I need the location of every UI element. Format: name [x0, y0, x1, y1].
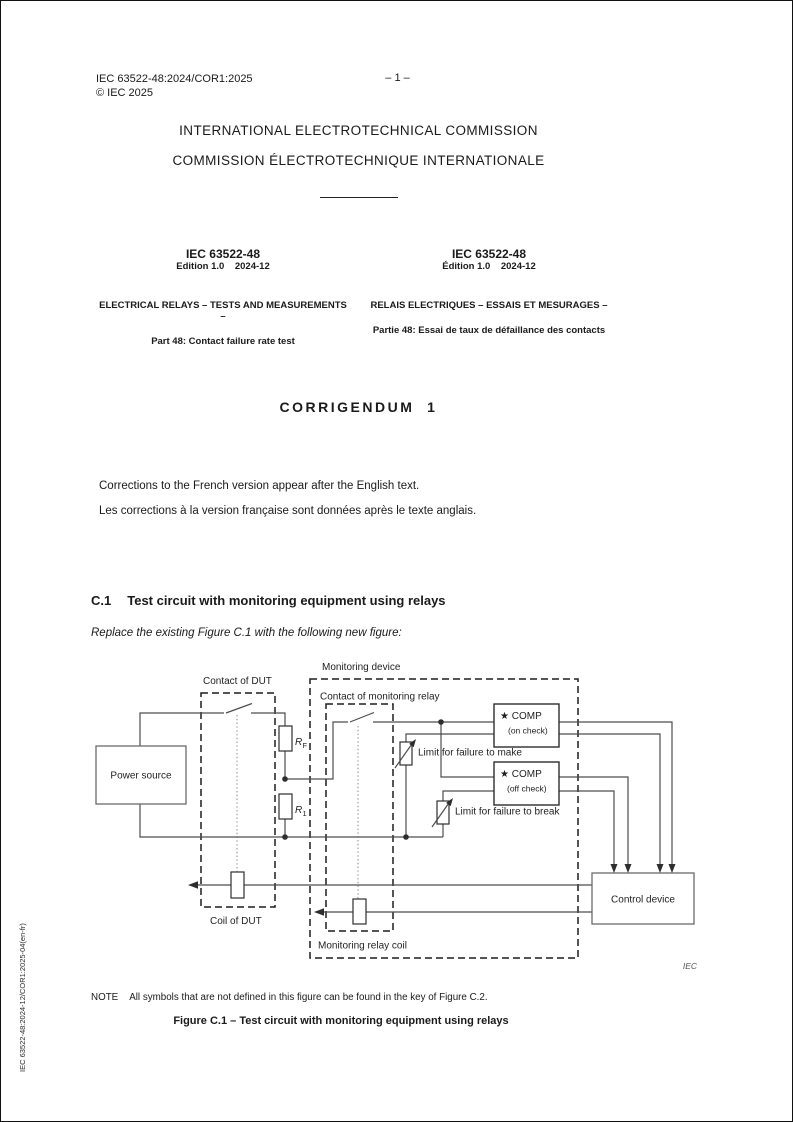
control-input-arrowhead — [610, 864, 618, 873]
part-title-fr: Partie 48: Essai de taux de défaillance … — [372, 325, 606, 336]
coil-dut-arrowhead — [188, 881, 198, 889]
monitoring-relay-coil-symbol — [352, 898, 367, 925]
label-off-check: (off check) — [507, 784, 547, 794]
circuit-diagram-svg: Monitoring device Contact of DUT Contact… — [95, 662, 698, 971]
section-heading: C.1 Test circuit with monitoring equipmen… — [91, 593, 446, 608]
monitoring-device-dashed-box — [309, 678, 579, 959]
figure-c1-diagram: Monitoring device Contact of DUT Contact… — [89, 656, 709, 976]
label-comp-on: ★ COMP — [500, 711, 542, 722]
label-contact-of-dut: Contact of DUT — [203, 676, 272, 687]
label-limit-break: Limit for failure to break — [455, 807, 560, 818]
iec-credit-label: IEC — [683, 961, 698, 971]
limit-make-arrowhead — [409, 739, 416, 748]
section-number: C.1 — [91, 593, 112, 608]
header-copyright: © IEC 2025 — [96, 87, 154, 99]
control-input-arrowhead — [668, 864, 676, 873]
label-on-check: (on check) — [508, 726, 548, 736]
label-contact-of-monitoring-relay: Contact of monitoring relay — [320, 692, 440, 703]
coil-of-dut-symbol — [230, 871, 245, 899]
title-separator-rule — [320, 197, 398, 198]
limit-break-arrowhead — [446, 798, 453, 807]
commission-title-en: INTERNATIONAL ELECTROTECHNICAL COMMISSIO… — [179, 123, 538, 138]
junction-dot — [282, 776, 288, 782]
section-title: Test circuit with monitoring equipment u… — [127, 593, 446, 608]
label-limit-make: Limit for failure to make — [418, 748, 522, 759]
label-rf-subscript: F — [303, 741, 308, 750]
part-title-en: Part 48: Contact failure rate test — [151, 336, 295, 347]
label-rf: R — [295, 737, 302, 748]
contact-of-monitoring-relay-dashed-box — [325, 703, 394, 932]
note-text: All symbols that are not defined in this… — [129, 992, 488, 1003]
figure-caption: Figure C.1 – Test circuit with monitorin… — [173, 1015, 509, 1027]
replace-instruction: Replace the existing Figure C.1 with the… — [91, 627, 402, 639]
label-comp-off: ★ COMP — [500, 769, 542, 780]
subject-title-en: ELECTRICAL RELAYS – TESTS AND MEASUREMEN… — [99, 300, 347, 322]
note-label: NOTE — [91, 992, 119, 1003]
limit-break-arrow-shaft — [431, 799, 452, 828]
edition-column-french: IEC 63522-48 Édition 1.0 2024-12 RELAIS … — [361, 247, 617, 336]
junction-dot — [282, 834, 288, 840]
label-control-device: Control device — [611, 895, 675, 906]
page-number: – 1 – — [385, 72, 410, 84]
label-r1: R — [295, 805, 302, 816]
resistor-rf — [278, 725, 293, 752]
correction-note-french: Les corrections à la version française s… — [99, 505, 477, 517]
control-input-arrowhead — [624, 864, 632, 873]
label-power-source: Power source — [110, 771, 172, 782]
limit-make-arrow-shaft — [394, 740, 415, 769]
correction-note-english: Corrections to the French version appear… — [99, 480, 420, 492]
comp-off-check-box — [493, 761, 560, 806]
edition-line-fr: Édition 1.0 2024-12 — [442, 261, 536, 272]
junction-dot — [438, 719, 444, 725]
power-source-box — [95, 745, 187, 805]
standard-code-fr: IEC 63522-48 — [451, 247, 527, 261]
label-r1-subscript: 1 — [303, 809, 307, 818]
edition-column-english: IEC 63522-48 Edition 1.0 2024-12 ELECTRI… — [97, 247, 349, 347]
figure-note: NOTE All symbols that are not defined in … — [91, 992, 488, 1003]
sidebar-reference-vertical: IEC 63522-48:2024-12/COR1:2025-04(en-fr) — [18, 923, 27, 1072]
corrigendum-heading: CORRIGENDUM 1 — [279, 399, 438, 415]
label-monitoring-device: Monitoring device — [322, 662, 401, 673]
label-coil-of-dut: Coil of DUT — [210, 916, 262, 927]
page-header: IEC 63522-48:2024/COR1:2025 © IEC 2025 — [96, 72, 253, 100]
resistor-r1 — [278, 793, 293, 820]
comp-on-check-box — [493, 703, 560, 748]
header-document-code: IEC 63522-48:2024/COR1:2025 — [96, 73, 253, 85]
monitoring-coil-arrowhead — [314, 908, 324, 916]
standard-code-en: IEC 63522-48 — [185, 247, 261, 261]
subject-title-fr: RELAIS ELECTRIQUES – ESSAIS ET MESURAGES… — [370, 300, 608, 311]
monitoring-contact-switch-blade — [349, 711, 375, 723]
control-input-arrowhead — [656, 864, 664, 873]
label-monitoring-relay-coil: Monitoring relay coil — [318, 941, 407, 952]
edition-line-en: Edition 1.0 2024-12 — [176, 261, 270, 272]
dut-contact-switch-blade — [225, 702, 253, 714]
junction-dot — [403, 834, 409, 840]
control-device-box — [591, 872, 695, 925]
commission-title-fr: COMMISSION ÉLECTROTECHNIQUE INTERNATIONA… — [172, 153, 545, 168]
contact-of-dut-dashed-box — [200, 692, 276, 908]
